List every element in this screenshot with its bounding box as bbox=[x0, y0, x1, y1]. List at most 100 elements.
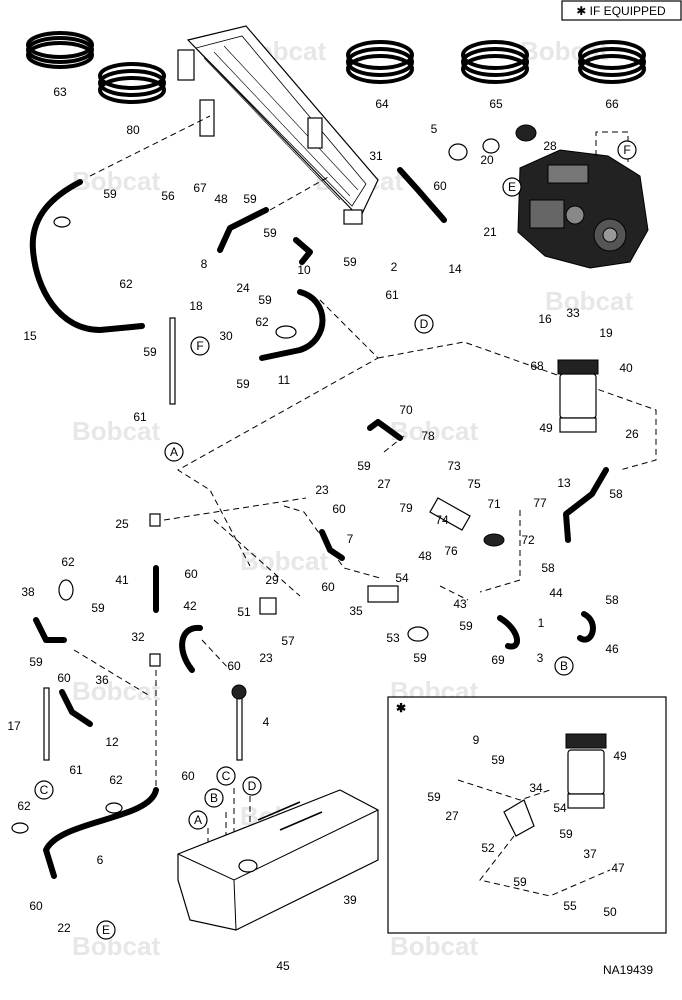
callout-59: 59 bbox=[91, 601, 105, 615]
hose-12 bbox=[59, 689, 93, 727]
callout-14: 14 bbox=[448, 262, 462, 276]
hose-69 bbox=[497, 615, 520, 650]
callout-54: 54 bbox=[395, 571, 409, 585]
callout-37: 37 bbox=[583, 847, 597, 861]
callout-70: 70 bbox=[399, 403, 413, 417]
callout-65: 65 bbox=[489, 97, 503, 111]
callout-41: 41 bbox=[115, 573, 129, 587]
callout-23: 23 bbox=[315, 483, 329, 497]
callout-38: 38 bbox=[21, 585, 35, 599]
hose-6 bbox=[43, 787, 159, 879]
connector-label: E bbox=[102, 923, 110, 937]
callout-59: 59 bbox=[258, 293, 272, 307]
callout-15: 15 bbox=[23, 329, 37, 343]
callout-62: 62 bbox=[119, 277, 133, 291]
connector-label: B bbox=[210, 791, 218, 805]
callout-27: 27 bbox=[377, 477, 391, 491]
callout-59: 59 bbox=[343, 255, 357, 269]
callout-39: 39 bbox=[343, 893, 357, 907]
callout-51: 51 bbox=[237, 605, 251, 619]
callout-73: 73 bbox=[447, 459, 461, 473]
if-equipped-label: ✱ IF EQUIPPED bbox=[576, 4, 666, 18]
radiator bbox=[177, 25, 379, 225]
callout-3: 3 bbox=[537, 651, 544, 665]
callout-60: 60 bbox=[433, 179, 447, 193]
callout-2: 2 bbox=[391, 260, 398, 274]
callout-11: 11 bbox=[278, 373, 291, 387]
hose-coil-65 bbox=[461, 40, 529, 84]
hose-7 bbox=[319, 529, 345, 561]
watermark: Bobcat bbox=[72, 416, 160, 446]
callout-17: 17 bbox=[7, 719, 21, 733]
connector-label: C bbox=[222, 769, 231, 783]
callout-80: 80 bbox=[126, 123, 140, 137]
hose-10 bbox=[293, 237, 313, 265]
hose-42 bbox=[179, 624, 203, 673]
sender-4 bbox=[236, 689, 243, 761]
connector-label: E bbox=[508, 180, 516, 194]
callout-58: 58 bbox=[605, 593, 619, 607]
callout-26: 26 bbox=[625, 427, 639, 441]
hose-31 bbox=[397, 167, 447, 223]
callout-22: 22 bbox=[57, 921, 71, 935]
callout-59: 59 bbox=[559, 827, 573, 841]
callout-43: 43 bbox=[453, 597, 467, 611]
callout-67: 67 bbox=[193, 181, 207, 195]
watermark: Bobcat bbox=[390, 416, 478, 446]
callout-31: 31 bbox=[369, 149, 383, 163]
connector-label: B bbox=[560, 659, 568, 673]
callout-46: 46 bbox=[605, 642, 619, 656]
watermark: Bobcat bbox=[72, 166, 160, 196]
callout-62: 62 bbox=[109, 773, 123, 787]
callout-4: 4 bbox=[263, 715, 270, 729]
hose-coil-63 bbox=[26, 31, 94, 69]
callout-78: 78 bbox=[421, 429, 435, 443]
callout-10: 10 bbox=[297, 263, 311, 277]
callout-69: 69 bbox=[491, 653, 505, 667]
callout-48: 48 bbox=[418, 549, 432, 563]
callout-23: 23 bbox=[259, 651, 273, 665]
tubes bbox=[43, 317, 247, 761]
callout-18: 18 bbox=[189, 299, 203, 313]
callout-30: 30 bbox=[219, 329, 233, 343]
watermark: Bobcat bbox=[240, 546, 328, 576]
callout-59: 59 bbox=[513, 875, 527, 889]
callout-76: 76 bbox=[444, 544, 458, 558]
callout-12: 12 bbox=[105, 735, 119, 749]
hose-8 bbox=[217, 207, 269, 253]
watermark-layer: Bobcat Bobcat Bobcat Bobcat Bobcat Bobca… bbox=[72, 36, 648, 961]
connector-label: F bbox=[196, 339, 203, 353]
callout-59: 59 bbox=[491, 753, 505, 767]
callout-71: 71 bbox=[487, 497, 501, 511]
connector-circles: A A B B C C D D E E F F bbox=[34, 140, 637, 940]
callout-66: 66 bbox=[605, 97, 619, 111]
tube-17 bbox=[43, 687, 50, 761]
callout-59: 59 bbox=[243, 192, 257, 206]
callout-60: 60 bbox=[184, 567, 198, 581]
callout-13: 13 bbox=[557, 476, 571, 490]
parts bbox=[11, 124, 599, 834]
callout-49: 49 bbox=[613, 749, 627, 763]
hose-38 bbox=[33, 617, 67, 643]
connector-label: C bbox=[40, 783, 49, 797]
callout-68: 68 bbox=[530, 359, 544, 373]
tube-18 bbox=[169, 317, 176, 405]
engine bbox=[517, 149, 649, 269]
watermark: Bobcat bbox=[72, 931, 160, 961]
callout-79: 79 bbox=[399, 501, 413, 515]
callout-77: 77 bbox=[533, 496, 547, 510]
callout-60: 60 bbox=[181, 769, 195, 783]
callout-61: 61 bbox=[133, 410, 147, 424]
callout-52: 52 bbox=[481, 841, 495, 855]
callout-36: 36 bbox=[95, 673, 109, 687]
hose-coil-80 bbox=[98, 62, 166, 104]
callout-28: 28 bbox=[543, 139, 557, 153]
callout-56: 56 bbox=[161, 189, 175, 203]
callout-34: 34 bbox=[529, 781, 543, 795]
callout-58: 58 bbox=[609, 487, 623, 501]
callout-25: 25 bbox=[115, 517, 129, 531]
hose-46 bbox=[577, 611, 596, 643]
hose-13 bbox=[563, 467, 609, 543]
callout-60: 60 bbox=[332, 502, 346, 516]
